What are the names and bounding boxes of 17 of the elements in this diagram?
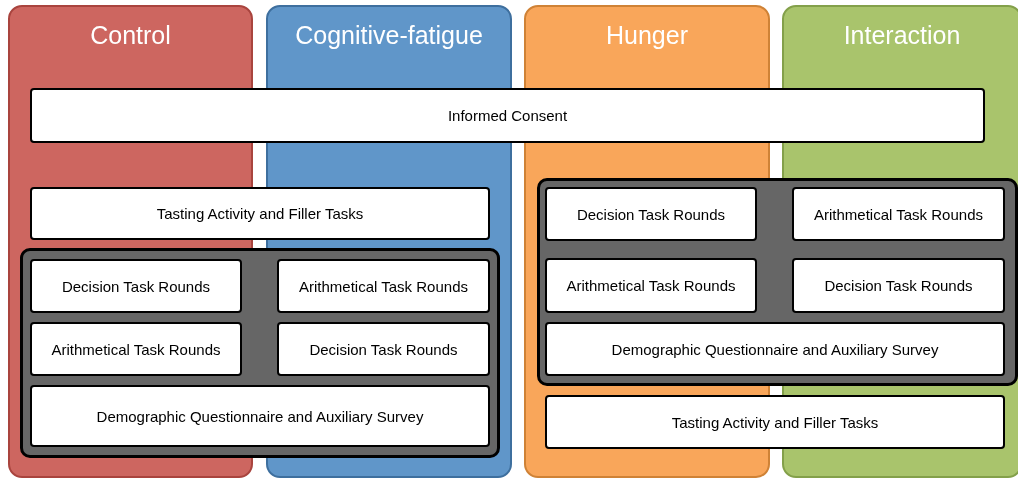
step-box: Demographic Questionnaire and Auxiliary Survey — [545, 322, 1005, 376]
column-heading: Cognitive-fatigue — [294, 21, 484, 50]
step-box: Arithmetical Task Rounds — [545, 258, 757, 313]
column-heading: Hunger — [605, 21, 689, 50]
step-box: Tasting Activity and Filler Tasks — [30, 187, 490, 240]
step-box: Decision Task Rounds — [545, 187, 757, 241]
column-heading: Interaction — [842, 21, 962, 50]
step-box: Decision Task Rounds — [30, 259, 242, 313]
step-box: Decision Task Rounds — [277, 322, 490, 376]
step-box: Arithmetical Task Rounds — [30, 322, 242, 376]
step-box: Demographic Questionnaire and Auxiliary Survey — [30, 385, 490, 447]
step-box: Arithmetical Task Rounds — [277, 259, 490, 313]
step-box: Informed Consent — [30, 88, 985, 143]
column-heading: Control — [89, 21, 172, 50]
step-box: Arithmetical Task Rounds — [792, 187, 1005, 241]
step-box: Tasting Activity and Filler Tasks — [545, 395, 1005, 449]
step-box: Decision Task Rounds — [792, 258, 1005, 313]
